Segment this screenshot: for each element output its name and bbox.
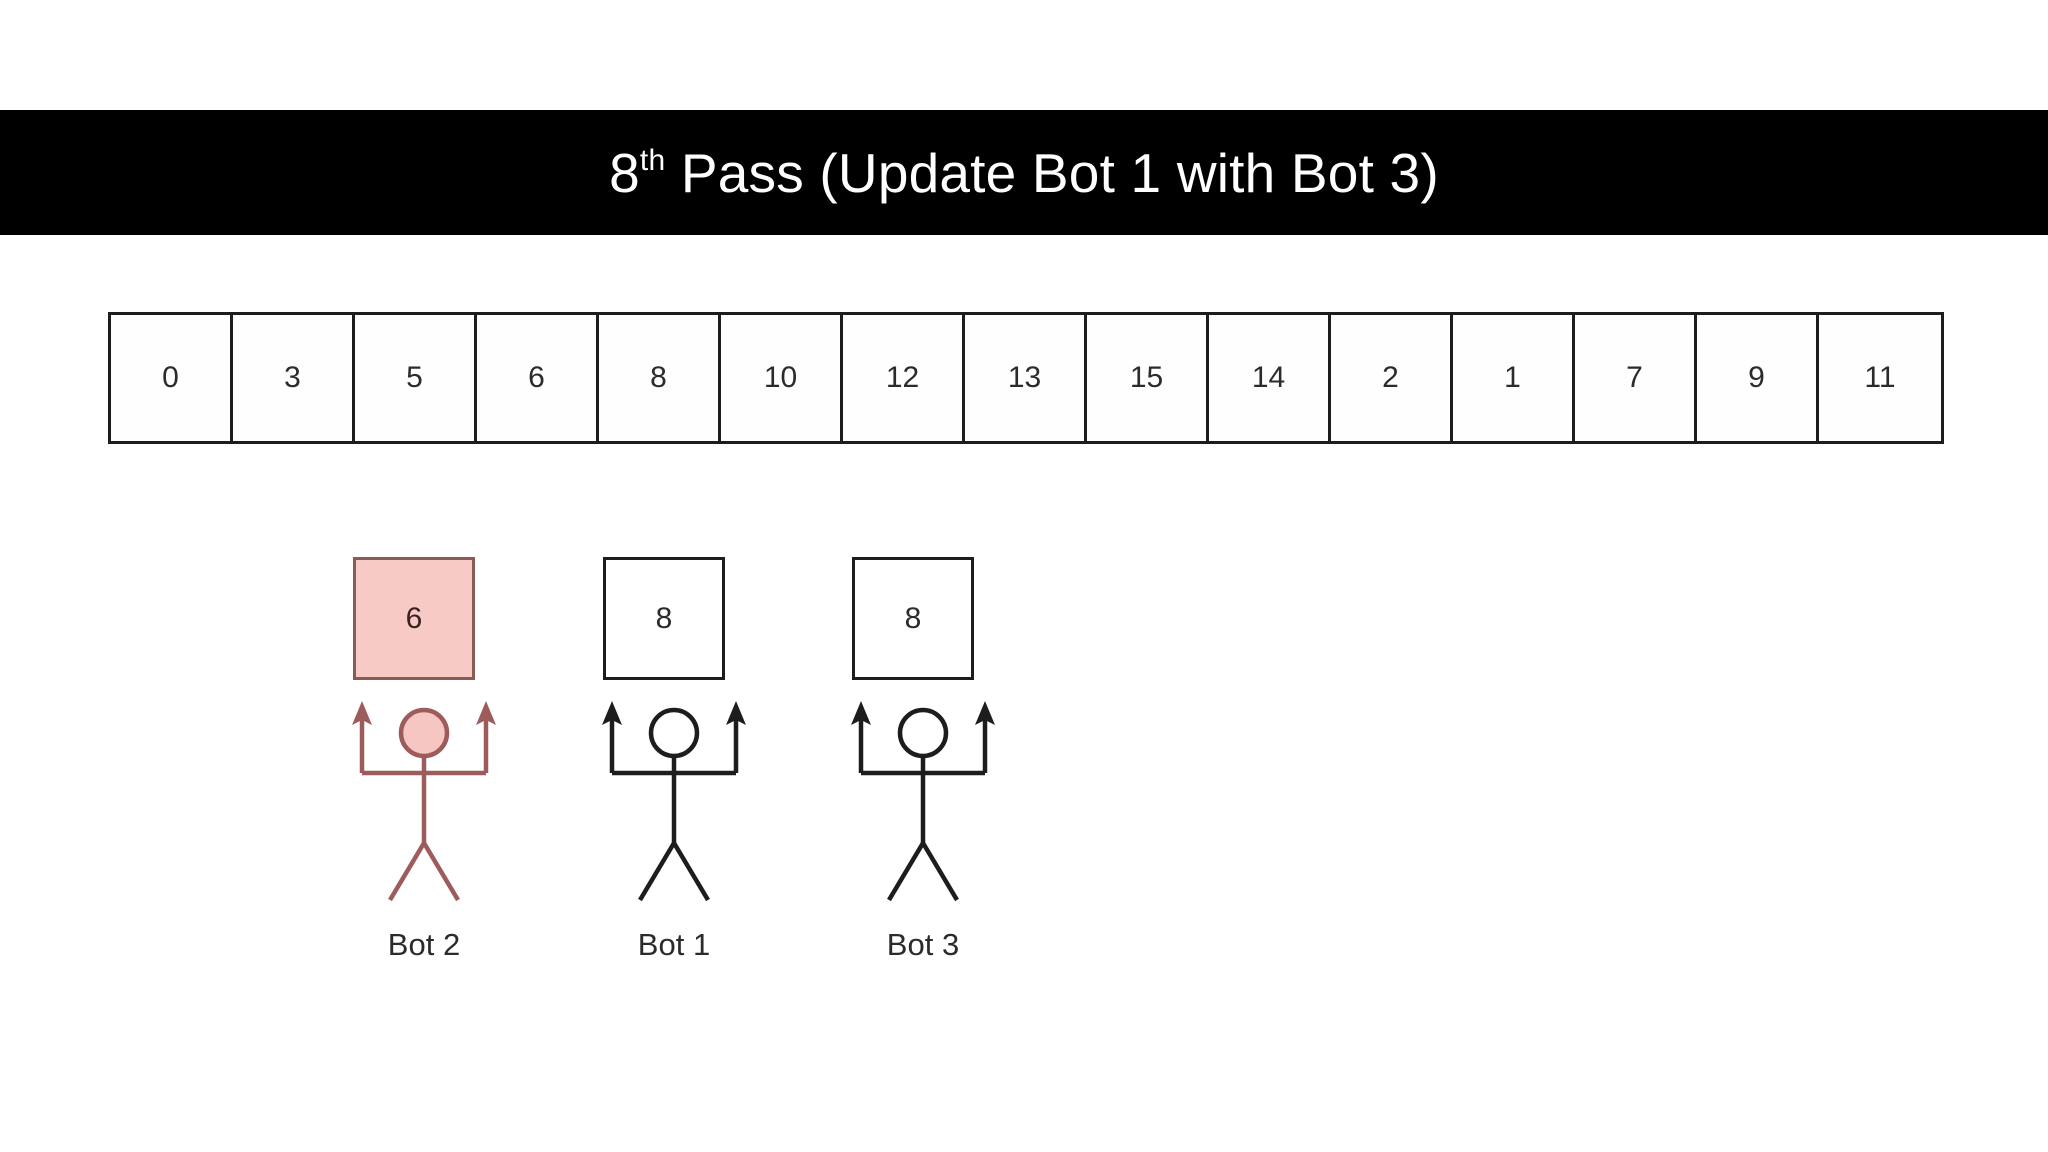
array-cell[interactable]: 7 xyxy=(1575,315,1697,441)
bot-value-box[interactable]: 6 xyxy=(353,557,475,680)
arrow-up-icon xyxy=(851,701,871,725)
array-cell[interactable]: 6 xyxy=(477,315,599,441)
title-bar: 8th Pass (Update Bot 1 with Bot 3) xyxy=(0,110,2048,235)
array-cell[interactable]: 5 xyxy=(355,315,477,441)
bot-label: Bot 3 xyxy=(886,927,960,962)
data-array: 0 3 5 6 8 10 12 13 15 14 2 1 7 9 11 xyxy=(108,312,1944,444)
arrow-up-icon xyxy=(352,701,372,725)
head-icon xyxy=(897,707,949,759)
array-cell[interactable]: 13 xyxy=(965,315,1087,441)
array-cell[interactable]: 3 xyxy=(233,315,355,441)
array-cell[interactable]: 8 xyxy=(599,315,721,441)
array-cell[interactable]: 10 xyxy=(721,315,843,441)
stick-figure-icon xyxy=(602,701,746,902)
title-ordinal-suffix: th xyxy=(639,144,666,178)
array-cell[interactable]: 11 xyxy=(1819,315,1941,441)
stick-figure-icon xyxy=(352,701,496,902)
title-number: 8 xyxy=(609,141,640,204)
arrow-up-icon xyxy=(602,701,622,725)
stick-figure-icon xyxy=(851,701,995,902)
array-cell[interactable]: 14 xyxy=(1209,315,1331,441)
arrow-up-icon xyxy=(726,701,746,725)
bot-label: Bot 1 xyxy=(637,927,711,962)
title-rest: Pass (Update Bot 1 with Bot 3) xyxy=(665,141,1439,204)
bot-label: Bot 2 xyxy=(387,927,461,962)
array-cell[interactable]: 1 xyxy=(1453,315,1575,441)
head-icon xyxy=(648,707,700,759)
array-cell[interactable]: 9 xyxy=(1697,315,1819,441)
arrow-up-icon xyxy=(975,701,995,725)
head-icon xyxy=(398,707,450,759)
page-title: 8th Pass (Update Bot 1 with Bot 3) xyxy=(609,141,1439,205)
array-cell[interactable]: 12 xyxy=(843,315,965,441)
bot-value-box[interactable]: 8 xyxy=(603,557,725,680)
array-cell[interactable]: 2 xyxy=(1331,315,1453,441)
array-cell[interactable]: 15 xyxy=(1087,315,1209,441)
array-cell[interactable]: 0 xyxy=(111,315,233,441)
bot-value-box[interactable]: 8 xyxy=(852,557,974,680)
arrow-up-icon xyxy=(476,701,496,725)
